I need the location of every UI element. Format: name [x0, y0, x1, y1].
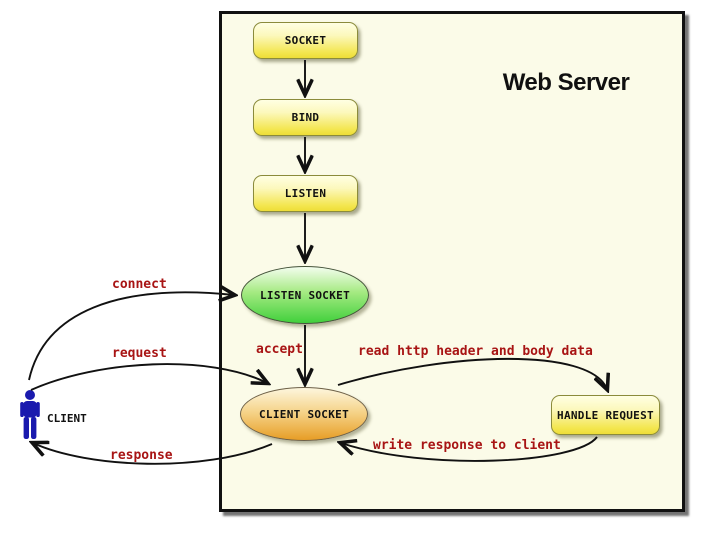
arrow-connect [28, 292, 234, 381]
web-server-title: Web Server [502, 69, 630, 96]
edge-label-read-http: read http header and body data [358, 344, 593, 359]
edge-label-write-response: write response to client [373, 438, 561, 453]
client-person-icon [20, 390, 40, 439]
edge-label-connect: connect [112, 277, 167, 292]
node-bind: BIND [253, 99, 358, 136]
node-listen-socket: LISTEN SOCKET [241, 266, 369, 324]
edge-label-accept: accept [256, 342, 303, 357]
edge-label-response: response [110, 448, 173, 463]
edge-label-request: request [112, 346, 167, 361]
node-handle-request: HANDLE REQUEST [551, 395, 660, 435]
node-client-socket: CLIENT SOCKET [240, 387, 368, 441]
node-listen: LISTEN [253, 175, 358, 212]
node-socket: SOCKET [253, 22, 358, 59]
client-label: CLIENT [47, 412, 87, 425]
